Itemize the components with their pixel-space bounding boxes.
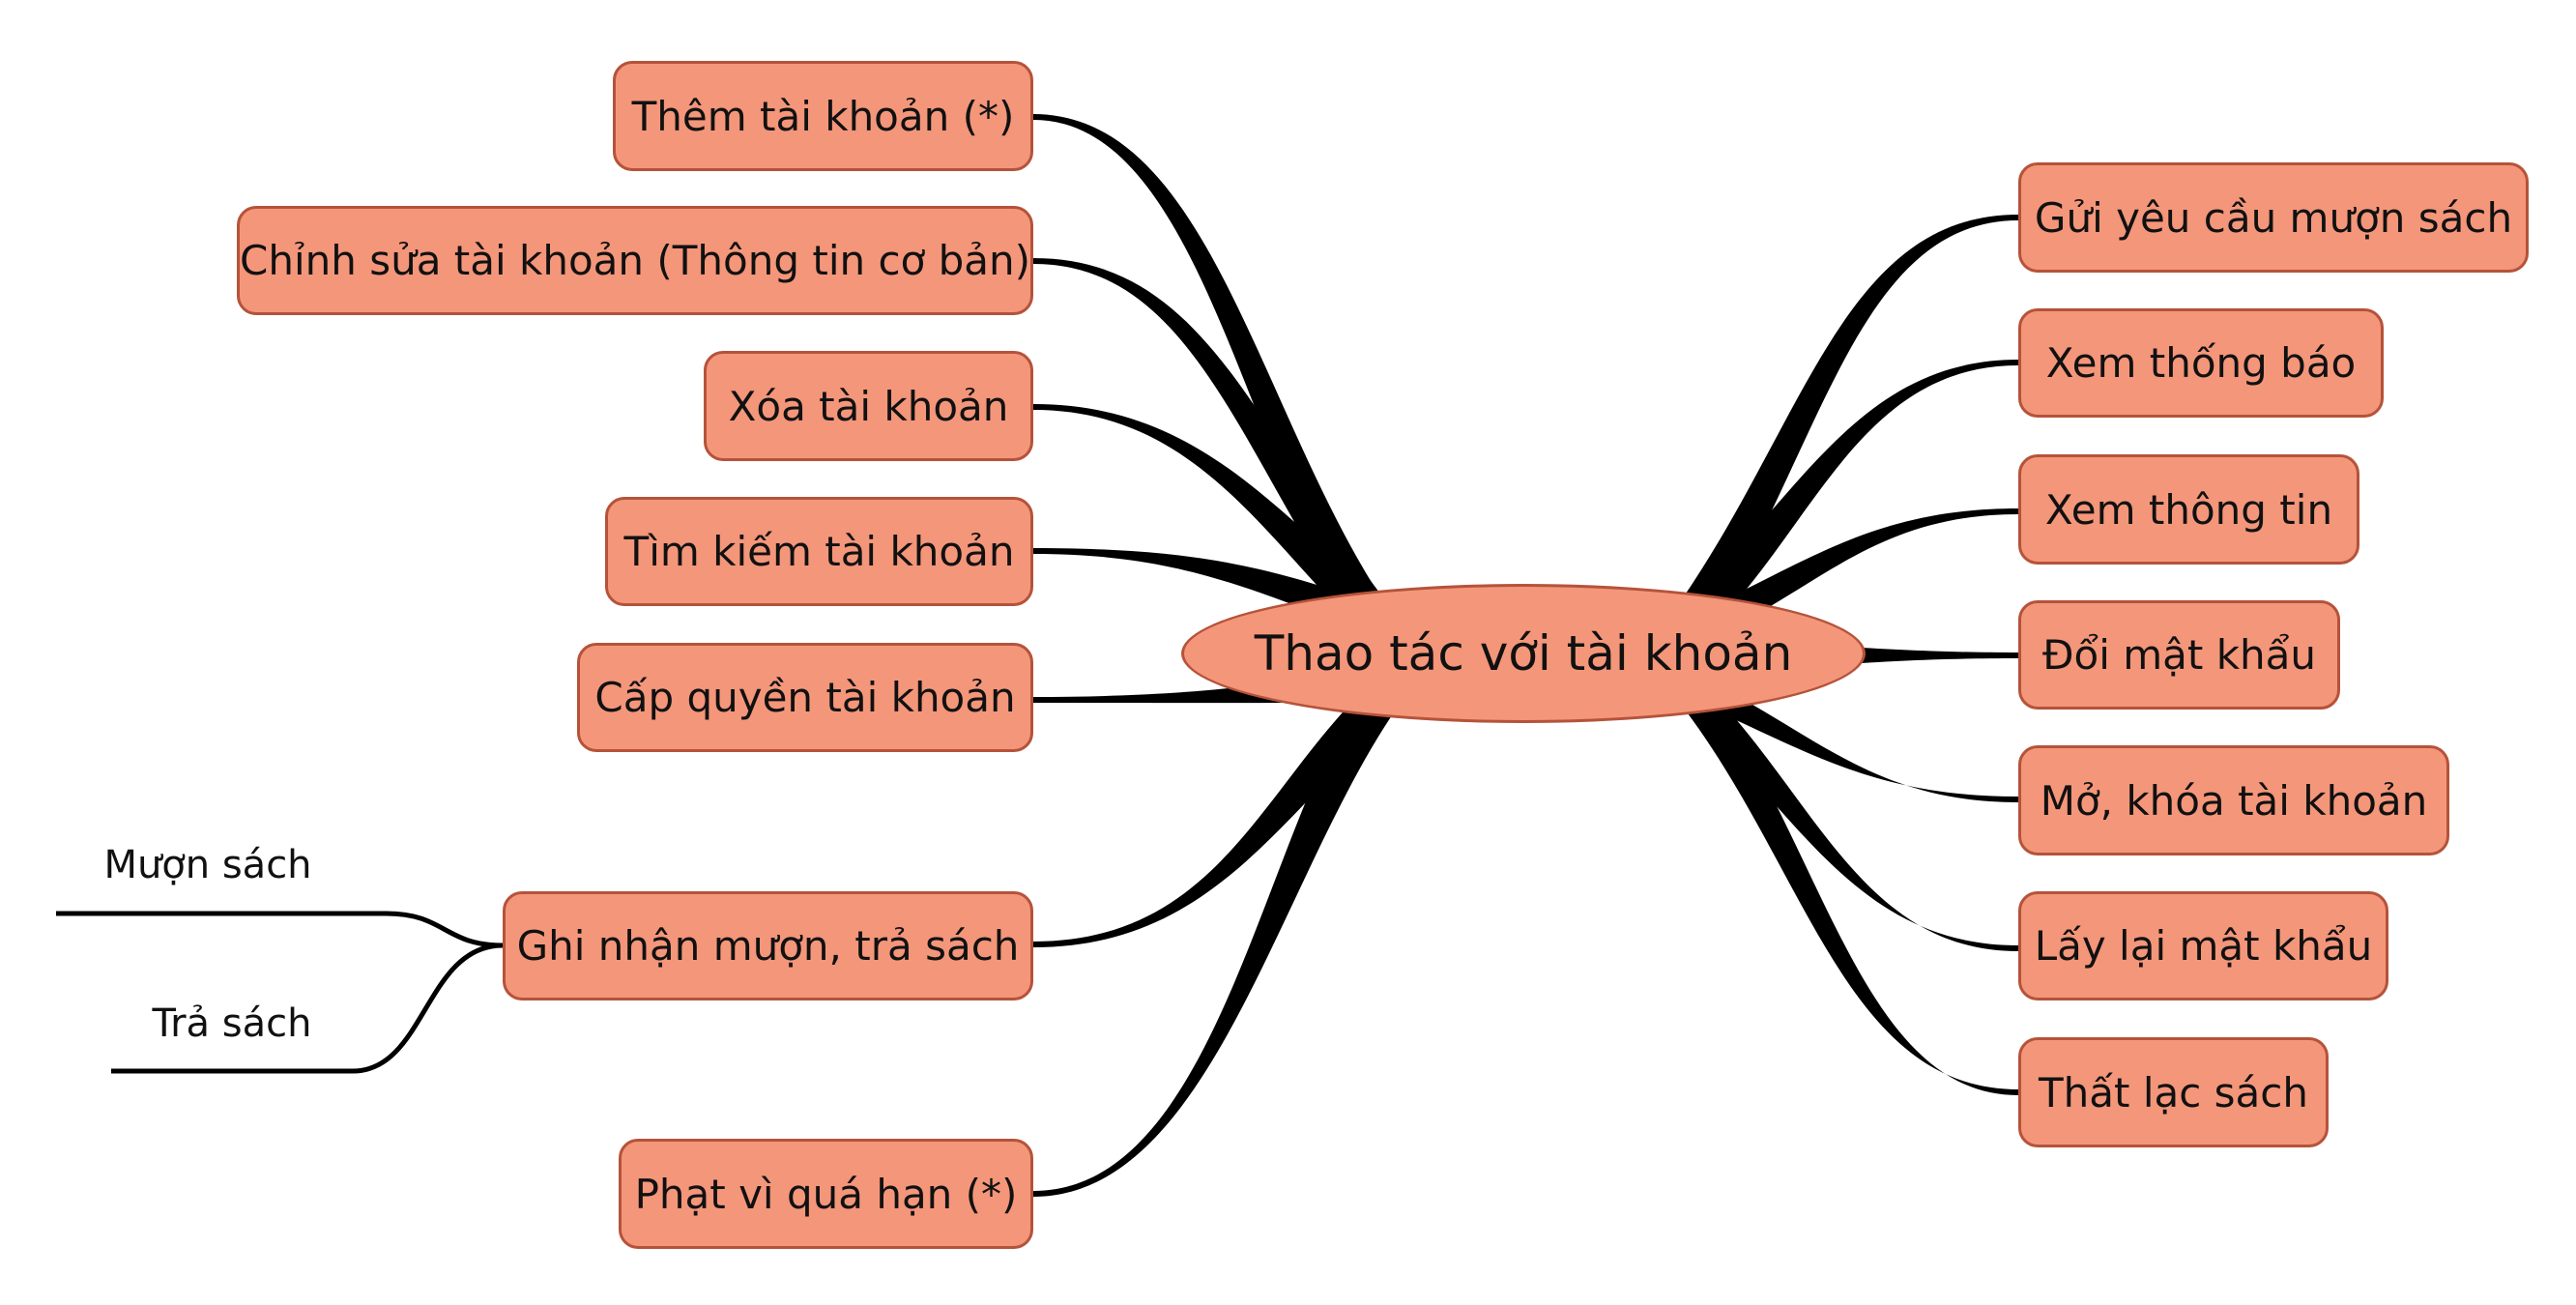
node-tim-kiem-tai-khoan[interactable]: Tìm kiếm tài khoản xyxy=(605,497,1033,606)
connector-gui-yeu-cau xyxy=(1682,215,2018,609)
node-label: Ghi nhận mượn, trả sách xyxy=(516,922,1020,970)
connector-xem-thong-bao xyxy=(1682,360,2018,619)
node-doi-mat-khau[interactable]: Đổi mật khẩu xyxy=(2018,600,2340,710)
connector-muon-sach xyxy=(56,911,504,948)
node-label: Tìm kiếm tài khoản xyxy=(623,528,1015,575)
node-xoa-tai-khoan[interactable]: Xóa tài khoản xyxy=(704,351,1033,461)
connector-phat xyxy=(1033,701,1392,1197)
node-label: Xem thống báo xyxy=(2045,339,2357,387)
central-node-label: Thao tác với tài khoản xyxy=(1254,625,1793,682)
leaf-muon-sach[interactable]: Mượn sách xyxy=(58,843,358,887)
node-label: Lấy lại mật khẩu xyxy=(2034,922,2373,970)
node-cap-quyen-tai-khoan[interactable]: Cấp quyền tài khoản xyxy=(577,643,1033,752)
node-label: Phạt vì quá hạn (*) xyxy=(634,1170,1018,1218)
node-label: Xóa tài khoản xyxy=(728,382,1009,430)
node-gui-yeu-cau-muon-sach[interactable]: Gửi yêu cầu mượn sách xyxy=(2018,162,2529,273)
node-lay-lai-mat-khau[interactable]: Lấy lại mật khẩu xyxy=(2018,891,2388,1000)
node-chinh-sua-tai-khoan[interactable]: Chỉnh sửa tài khoản (Thông tin cơ bản) xyxy=(237,206,1033,315)
node-label: Mở, khóa tài khoản xyxy=(2040,776,2428,825)
node-label: Gửi yêu cầu mượn sách xyxy=(2034,193,2513,242)
leaf-tra-sach[interactable]: Trả sách xyxy=(111,1001,353,1046)
node-xem-thong-tin[interactable]: Xem thông tin xyxy=(2018,454,2359,565)
connector-xoa xyxy=(1033,404,1392,624)
leaf-label: Mượn sách xyxy=(103,843,312,887)
connector-ghi-nhan xyxy=(1033,701,1392,947)
node-label: Thất lạc sách xyxy=(2038,1068,2308,1116)
node-them-tai-khoan[interactable]: Thêm tài khoản (*) xyxy=(613,61,1033,171)
leaf-label: Trả sách xyxy=(152,1001,312,1046)
node-phat-vi-qua-han[interactable]: Phạt vì quá hạn (*) xyxy=(619,1139,1033,1249)
connector-that-lac xyxy=(1682,691,2018,1095)
connector-tra-sach xyxy=(111,942,504,1074)
node-label: Đổi mật khẩu xyxy=(2041,631,2317,679)
node-label: Chỉnh sửa tài khoản (Thông tin cơ bản) xyxy=(240,237,1030,284)
node-label: Xem thông tin xyxy=(2044,485,2333,534)
node-label: Cấp quyền tài khoản xyxy=(594,674,1016,721)
node-label: Thêm tài khoản (*) xyxy=(631,92,1015,140)
node-xem-thong-bao[interactable]: Xem thống báo xyxy=(2018,308,2384,418)
connector-chinh-sua xyxy=(1033,258,1392,619)
central-node[interactable]: Thao tác với tài khoản xyxy=(1181,584,1866,723)
node-that-lac-sach[interactable]: Thất lạc sách xyxy=(2018,1037,2329,1147)
node-mo-khoa-tai-khoan[interactable]: Mở, khóa tài khoản xyxy=(2018,745,2449,856)
node-ghi-nhan-muon-tra-sach[interactable]: Ghi nhận mượn, trả sách xyxy=(503,891,1033,1000)
